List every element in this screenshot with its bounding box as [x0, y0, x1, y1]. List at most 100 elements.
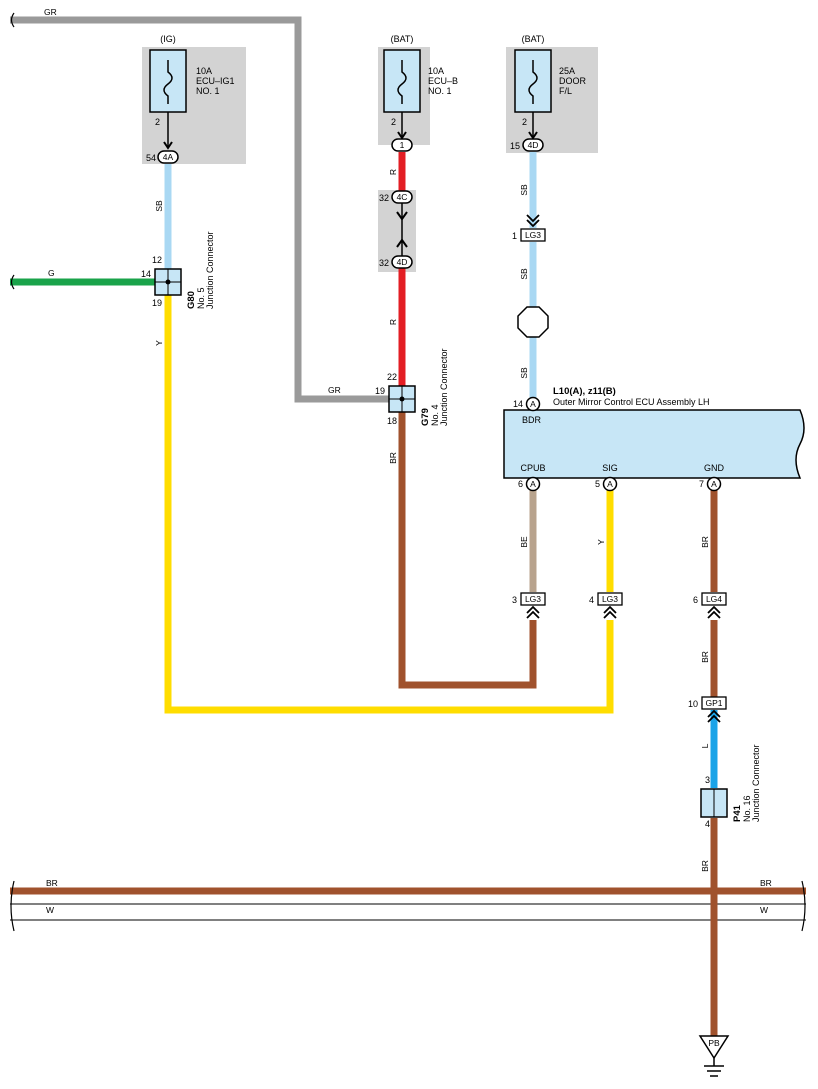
label-br-bus-right: BR: [760, 878, 772, 888]
connector-4a: 4A: [157, 150, 179, 164]
wire-w-bus: [10, 905, 806, 919]
svg-text:No. 4: No. 4: [430, 404, 440, 426]
wire-end-break-bus-right: [801, 880, 806, 932]
wire-end-break-g: [10, 274, 15, 290]
svg-text:4D: 4D: [528, 140, 539, 150]
wire-end-break-gr: [10, 12, 15, 28]
svg-text:No. 5: No. 5: [196, 287, 206, 309]
connector-lg4-6-pin: 6: [693, 595, 698, 605]
fuse-rating-ig: 10A: [196, 66, 212, 76]
svg-text:No. 16: No. 16: [742, 795, 752, 822]
connector-4d-door-pin: 15: [510, 141, 520, 151]
svg-text:Junction Connector: Junction Connector: [439, 348, 449, 426]
svg-text:PB: PB: [708, 1038, 720, 1048]
fuse-door-fl: [514, 49, 552, 140]
chevron-double-up-icon: [603, 605, 617, 619]
chevron-double-down-icon: [526, 214, 540, 228]
svg-text:A: A: [711, 479, 717, 489]
arrow-down-icon: [528, 131, 538, 140]
connector-lg4-6: LG4: [701, 592, 727, 619]
svg-text:LG3: LG3: [602, 594, 618, 604]
chevron-down-icon: [396, 211, 408, 221]
fuse-supply-ecu-b: (BAT): [391, 34, 414, 44]
ecu-pin-sig-num: 5: [595, 479, 600, 489]
wire-end-break-bus-left: [10, 880, 15, 932]
label-be: BE: [519, 536, 529, 548]
label-br-g79: BR: [388, 452, 398, 464]
fuse-name-ig: ECU–IG1: [196, 76, 235, 86]
ecu-pin-sig: A: [602, 476, 618, 492]
connector-4d-inline: 4D: [391, 255, 413, 269]
connector-lg3-1: LG3: [520, 214, 546, 242]
label-gr-top: GR: [44, 7, 57, 17]
ecu-label-sig: SIG: [602, 463, 618, 473]
fuse-rating-door: 25A: [559, 66, 575, 76]
g79-pin-top: 22: [387, 372, 397, 382]
label-r-1: R: [388, 169, 398, 175]
ecu-pin-cpub-num: 6: [518, 479, 523, 489]
connector-4c-pin: 32: [379, 193, 389, 203]
fuse-supply-ig: (IG): [160, 34, 176, 44]
p41-pin-top: 3: [705, 775, 710, 785]
connector-4d-door: 4D: [522, 138, 544, 152]
svg-text:1: 1: [400, 140, 405, 150]
svg-text:G80: G80: [186, 291, 197, 309]
fuse-no-ecu-b: NO. 1: [428, 86, 452, 96]
svg-text:A: A: [607, 479, 613, 489]
fuse-rating-ecu-b: 10A: [428, 66, 444, 76]
ecu-title: Outer Mirror Control ECU Assembly LH: [553, 397, 710, 407]
p41-label: P41 No. 16 Junction Connector: [732, 744, 761, 822]
fuse-no-ig: NO. 1: [196, 86, 220, 96]
chevron-double-up-icon: [707, 605, 721, 619]
fuse-name-ecu-b: ECU–B: [428, 76, 458, 86]
fuse-ecu-ig1: [149, 49, 187, 150]
label-br-p41: BR: [700, 860, 710, 872]
label-g-left: G: [48, 268, 55, 278]
g80-pin-bottom: 19: [152, 298, 162, 308]
svg-text:4A: 4A: [163, 152, 174, 162]
g79-label: G79 No. 4 Junction Connector: [420, 348, 449, 426]
label-sb-door-3: SB: [519, 367, 529, 379]
connector-gp1-10-pin: 10: [688, 699, 698, 709]
label-w-bus-left: W: [46, 905, 54, 915]
ecu-label-cpub: CPUB: [520, 463, 545, 473]
fuse-ecu-b: [383, 49, 421, 140]
ecu-label-gnd: GND: [704, 463, 725, 473]
connector-4d-inline-pin: 32: [379, 258, 389, 268]
fuse-pin-ig: 2: [155, 117, 160, 127]
svg-text:G79: G79: [420, 408, 431, 426]
connector-lg3-4-pin: 4: [589, 595, 594, 605]
connector-lg3-3: LG3: [520, 592, 546, 619]
junction-g79: [388, 385, 416, 413]
connector-lg3-4: LG3: [597, 592, 623, 619]
label-sb-ig: SB: [154, 200, 164, 212]
svg-text:LG3: LG3: [525, 594, 541, 604]
chevron-up-icon: [396, 238, 408, 248]
fuse-name-door: DOOR: [559, 76, 587, 86]
connector-1: 1: [391, 138, 413, 152]
octagon-splice-icon: [517, 306, 549, 338]
ecu-box: [503, 409, 805, 479]
svg-text:P41: P41: [732, 804, 743, 822]
label-y-left: Y: [154, 340, 164, 346]
ecu-pin-cpub: A: [525, 476, 541, 492]
svg-text:Junction Connector: Junction Connector: [205, 231, 215, 309]
ecu-pin-gnd-num: 7: [699, 479, 704, 489]
svg-text:Junction Connector: Junction Connector: [751, 744, 761, 822]
label-sb-door-1: SB: [519, 184, 529, 196]
svg-text:4D: 4D: [397, 257, 408, 267]
ecu-pin-bdr: A: [525, 396, 541, 412]
svg-text:4C: 4C: [397, 192, 408, 202]
connector-lg3-1-pin: 1: [512, 231, 517, 241]
connector-gp1-10: GP1: [701, 696, 727, 723]
g79-pin-bottom: 18: [387, 416, 397, 426]
chevron-double-up-icon: [707, 709, 721, 723]
arrow-down-icon: [163, 141, 173, 150]
connector-4c: 4C: [391, 190, 413, 204]
wire-gr: [10, 16, 392, 403]
g80-pin-left: 14: [141, 269, 151, 279]
svg-text:A: A: [530, 479, 536, 489]
ecu-code: L10(A), z11(B): [553, 386, 616, 397]
svg-text:A: A: [530, 399, 536, 409]
chevron-double-up-icon: [526, 605, 540, 619]
